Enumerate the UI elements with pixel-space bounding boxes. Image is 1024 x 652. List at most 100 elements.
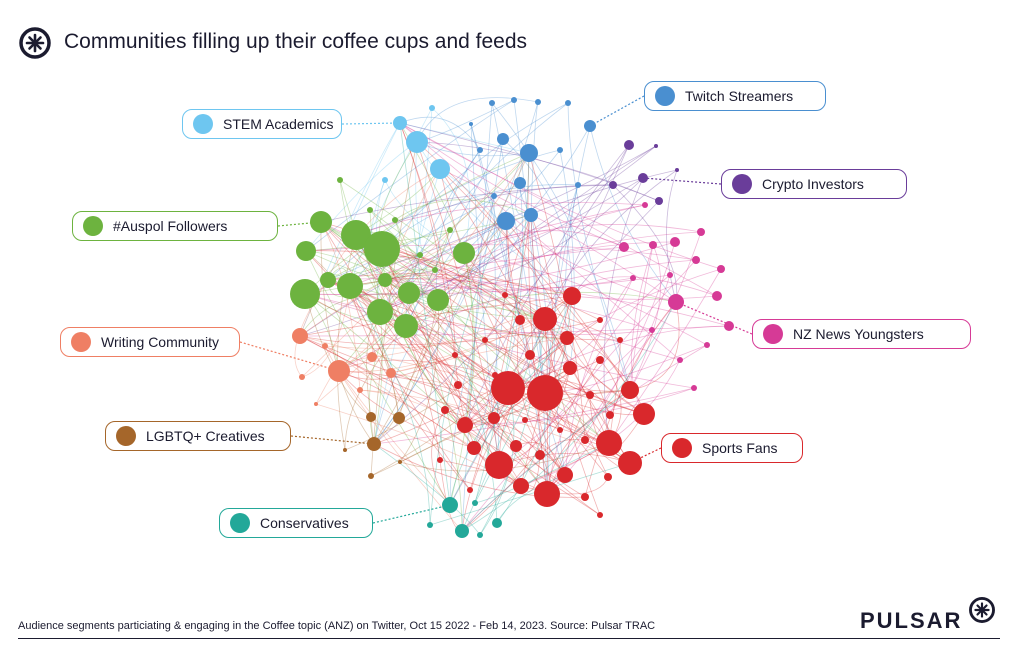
graph-node-auspol bbox=[320, 272, 336, 288]
graph-edge bbox=[379, 220, 507, 313]
graph-edge bbox=[373, 443, 586, 498]
graph-edge bbox=[629, 231, 702, 391]
graph-edge bbox=[338, 152, 530, 372]
graph-edge bbox=[439, 168, 609, 478]
legend-lgbtq-creatives: LGBTQ+ Creatives bbox=[105, 421, 291, 451]
graph-edge bbox=[373, 299, 439, 445]
graph-node-sports bbox=[581, 436, 589, 444]
graph-edge bbox=[449, 337, 568, 506]
graph-edge bbox=[666, 169, 678, 303]
graph-edge bbox=[336, 234, 357, 451]
graph-node-sports bbox=[515, 315, 525, 325]
graph-node-auspol bbox=[447, 227, 453, 233]
graph-edge bbox=[416, 141, 611, 416]
graph-edge bbox=[505, 220, 631, 391]
graph-edge bbox=[437, 145, 657, 301]
graph-edge bbox=[464, 138, 504, 426]
graph-edge bbox=[381, 248, 591, 396]
graph-edge bbox=[299, 319, 601, 346]
graph-edge bbox=[371, 168, 441, 358]
graph-node-twitch bbox=[489, 100, 495, 106]
graph-node-sports bbox=[522, 417, 528, 423]
graph-edge bbox=[530, 101, 539, 216]
graph-node-writing bbox=[314, 402, 318, 406]
graph-node-conservatives bbox=[442, 497, 458, 513]
graph-edge bbox=[320, 221, 631, 464]
graph-edge bbox=[546, 241, 676, 495]
graph-edge bbox=[484, 339, 645, 415]
graph-edge bbox=[464, 422, 566, 476]
graph-edge bbox=[327, 182, 521, 281]
graph-node-auspol bbox=[432, 267, 438, 273]
graph-node-sports bbox=[491, 371, 525, 405]
graph-node-sports bbox=[441, 406, 449, 414]
graph-node-twitch bbox=[524, 208, 538, 222]
graph-node-sports bbox=[596, 430, 622, 456]
graph-node-sports bbox=[621, 381, 639, 399]
graph-node-nznews bbox=[630, 275, 636, 281]
auspol-followers-dot-icon bbox=[83, 216, 103, 236]
graph-edge bbox=[496, 474, 566, 524]
graph-node-twitch bbox=[477, 147, 483, 153]
graph-edge bbox=[461, 344, 708, 532]
graph-edge bbox=[564, 125, 591, 339]
graph-node-sports bbox=[535, 450, 545, 460]
writing-community-dot-icon bbox=[71, 332, 91, 352]
graph-node-auspol bbox=[310, 211, 332, 233]
graph-node-stem bbox=[393, 116, 407, 130]
graph-edge bbox=[461, 102, 493, 532]
graph-node-lgbtq bbox=[367, 437, 381, 451]
graph-edge bbox=[473, 182, 524, 449]
graph-edge bbox=[408, 292, 463, 532]
graph-edge bbox=[539, 439, 631, 464]
graph-edge bbox=[299, 169, 678, 337]
graph-edge bbox=[379, 229, 451, 313]
graph-edge bbox=[373, 443, 481, 536]
graph-node-writing bbox=[357, 387, 363, 393]
graph-edge bbox=[384, 279, 441, 461]
graph-edge bbox=[493, 195, 500, 466]
graph-edge bbox=[517, 319, 566, 476]
lgbtq-creatives-dot-icon bbox=[116, 426, 136, 446]
graph-edge bbox=[327, 254, 421, 281]
graph-edge bbox=[463, 230, 625, 254]
graph-edge bbox=[429, 220, 507, 526]
graph-node-lgbtq bbox=[398, 460, 402, 464]
graph-edge bbox=[384, 275, 521, 321]
graph-node-auspol bbox=[417, 252, 423, 258]
graph-edge bbox=[507, 379, 611, 416]
graph-edge bbox=[379, 231, 702, 313]
graph-edge bbox=[571, 276, 718, 297]
legend-leader-lines bbox=[239, 95, 753, 524]
graph-node-sports bbox=[596, 356, 604, 364]
graph-node-auspol bbox=[378, 273, 392, 287]
graph-edge bbox=[390, 337, 568, 374]
graph-edge bbox=[369, 209, 546, 320]
graph-edge bbox=[408, 292, 517, 447]
legend-label-text: Twitch Streamers bbox=[685, 88, 794, 104]
graph-node-twitch bbox=[514, 177, 526, 189]
leader-line-auspol bbox=[277, 221, 322, 227]
graph-node-auspol bbox=[453, 242, 475, 264]
graph-edge bbox=[464, 268, 722, 426]
graph-edge bbox=[381, 248, 466, 426]
graph-edge bbox=[457, 384, 522, 487]
graph-edge bbox=[299, 220, 507, 337]
graph-edge bbox=[405, 291, 677, 327]
graph-edge bbox=[608, 268, 722, 444]
graph-edge bbox=[449, 214, 532, 506]
legend-auspol-followers: #Auspol Followers bbox=[72, 211, 278, 241]
graph-node-sports bbox=[513, 478, 529, 494]
graph-edge bbox=[520, 359, 681, 487]
graph-edge bbox=[349, 204, 646, 287]
graph-node-sports bbox=[597, 317, 603, 323]
graph-node-nznews bbox=[692, 256, 700, 264]
graph-edge bbox=[305, 99, 515, 252]
legend-label-text: STEM Academics bbox=[223, 116, 334, 132]
graph-edge bbox=[449, 144, 630, 506]
graph-edge bbox=[299, 177, 644, 337]
graph-edge bbox=[327, 122, 401, 281]
graph-node-twitch bbox=[565, 100, 571, 106]
graph-edge bbox=[405, 305, 546, 327]
graph-node-sports bbox=[563, 361, 577, 375]
